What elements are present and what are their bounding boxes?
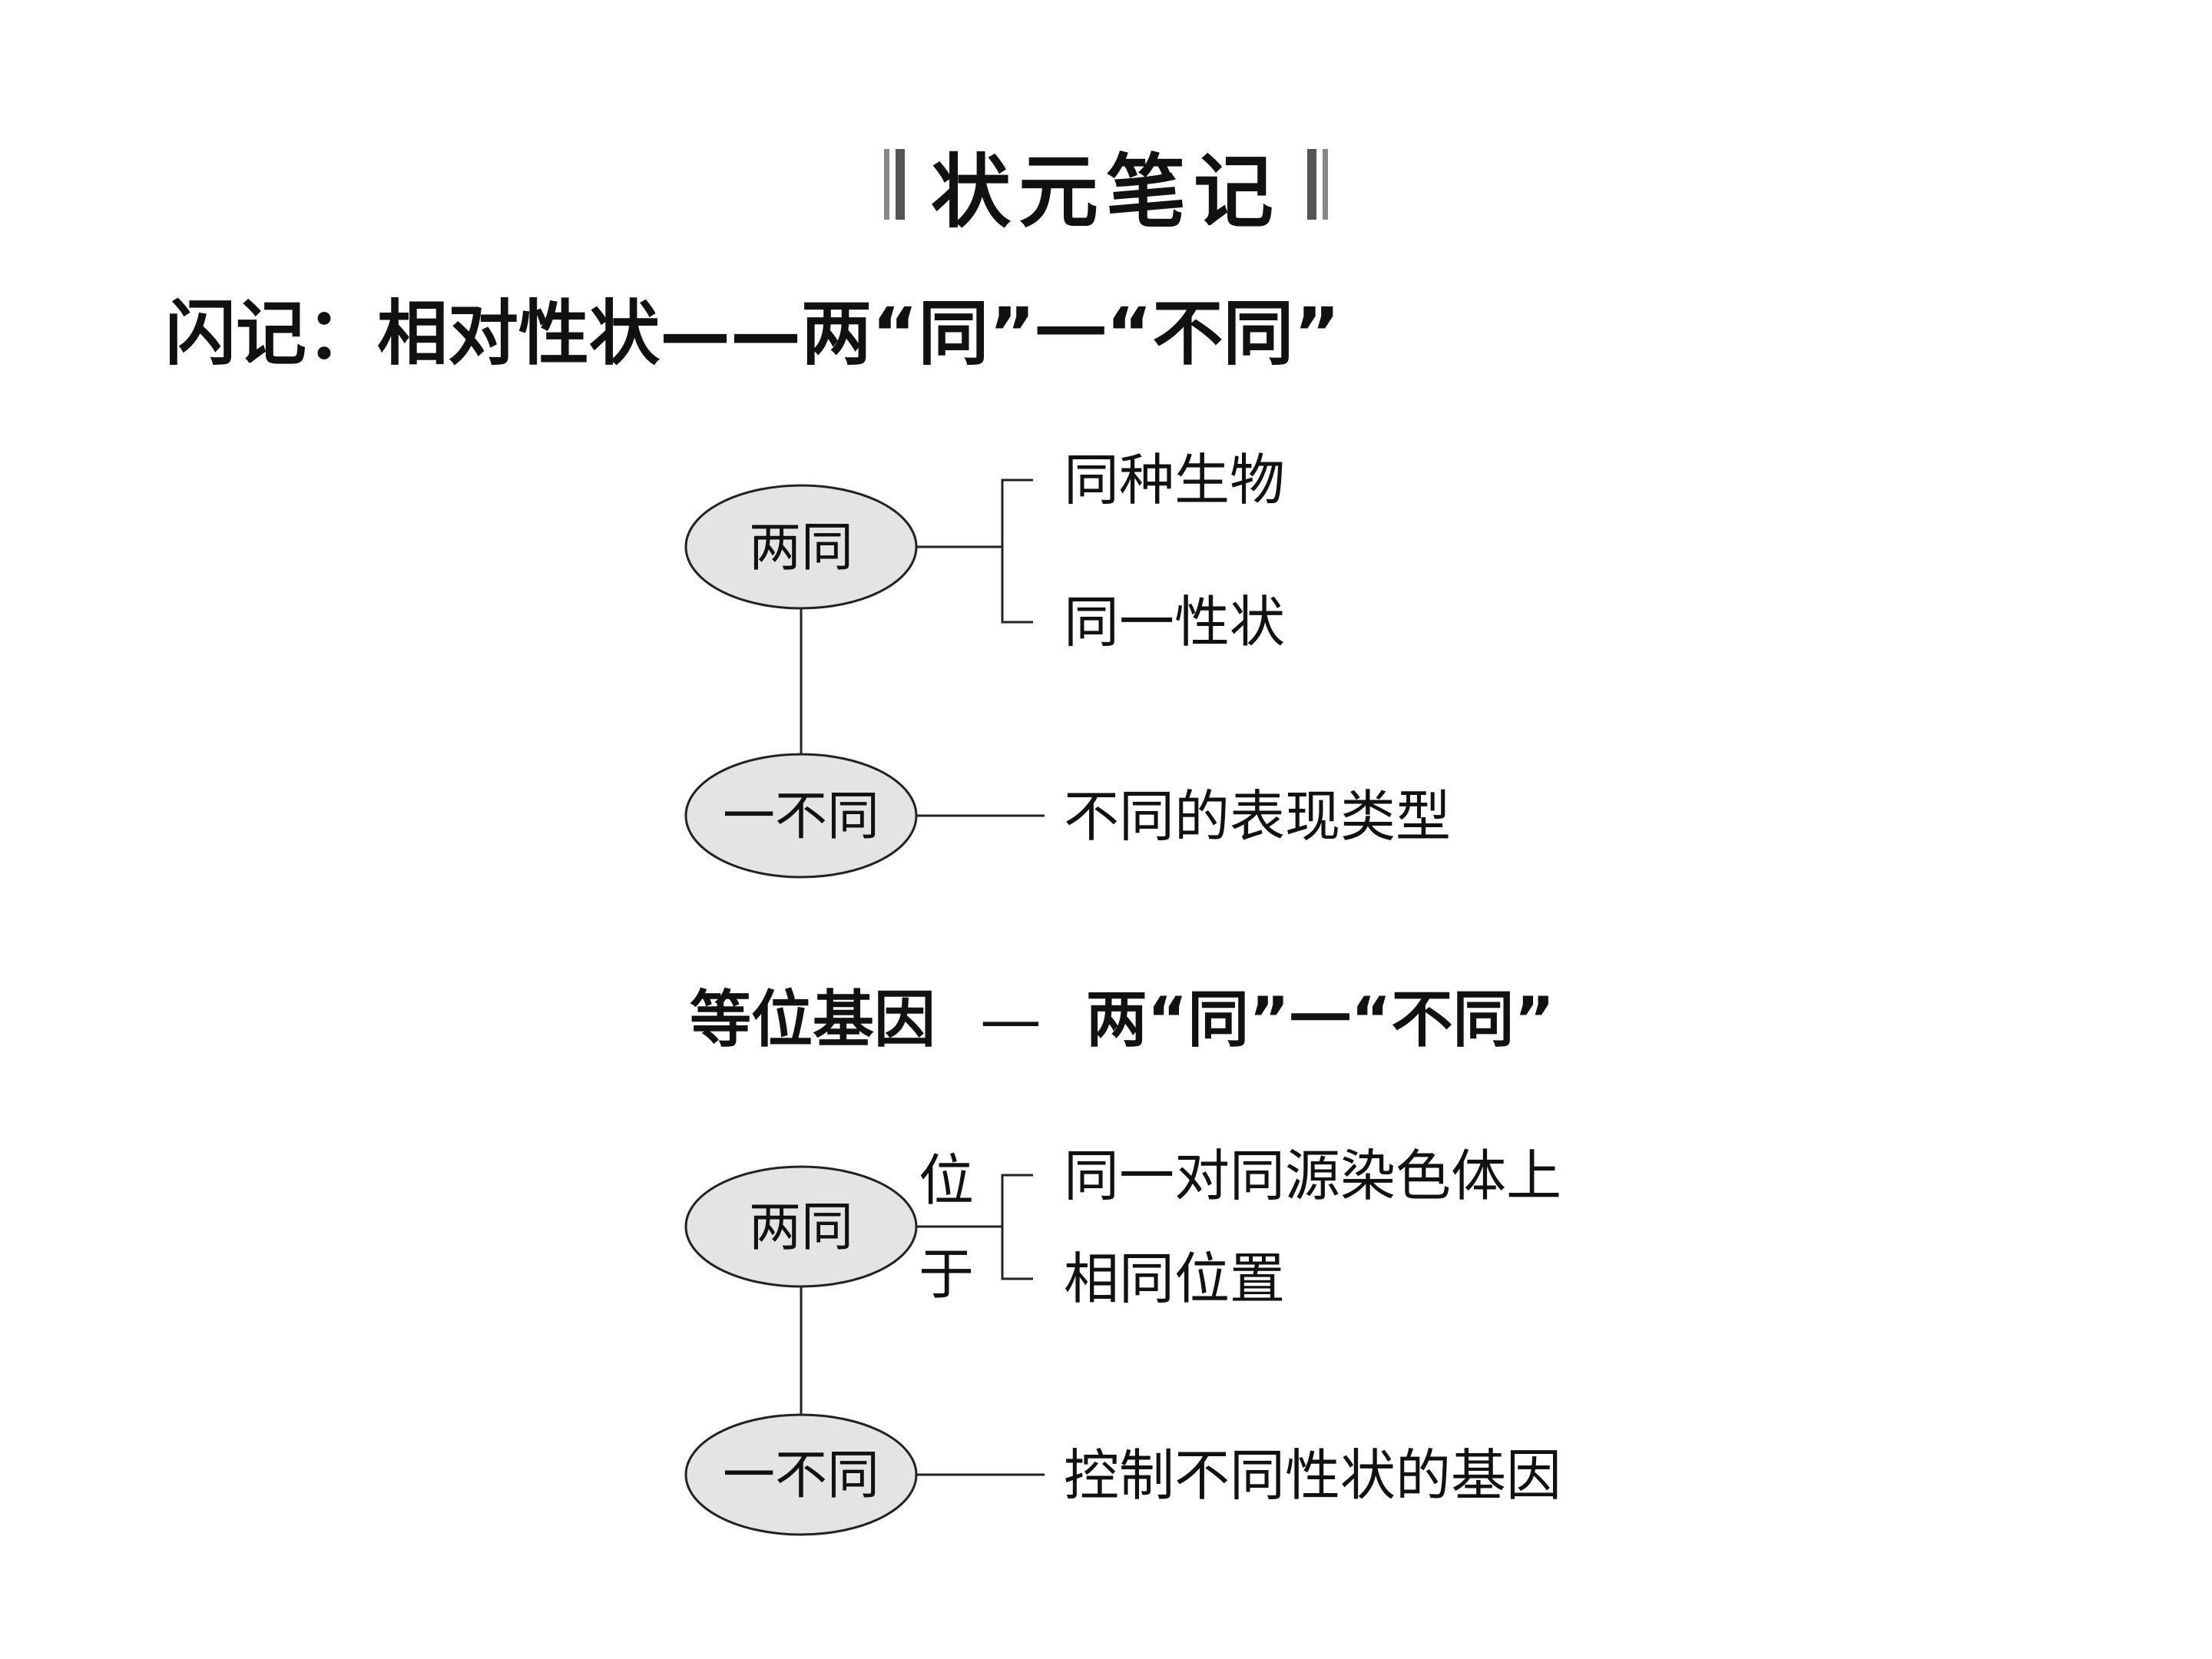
title-left-bars bbox=[883, 146, 905, 223]
d2-top-bracket bbox=[1001, 1174, 1033, 1280]
d1-top-node: 两同 bbox=[749, 518, 853, 578]
d1-top-node-shape bbox=[684, 484, 918, 610]
d2-connector-bottom: 于 bbox=[919, 1242, 974, 1306]
note2-heading: 等位基因 — 两“同”一“不同” bbox=[690, 974, 1555, 1066]
diagram1: 两同 一不同 同种生物 同一性状 不同的表现类型 bbox=[684, 448, 1451, 879]
d2-top-node: 两同 bbox=[749, 1197, 853, 1258]
d1-top-bracket bbox=[1001, 478, 1033, 624]
d2-bottom-node-shape bbox=[684, 1413, 918, 1536]
d1-bottom-node: 一不同 bbox=[723, 786, 879, 847]
d2-top-node-shape bbox=[684, 1165, 918, 1288]
page-title: 状元笔记 bbox=[0, 131, 2212, 239]
d1-bottom-child: 不同的表现类型 bbox=[1064, 784, 1451, 849]
d2-connector-top: 位 bbox=[919, 1148, 974, 1213]
d1-bottom-node-shape bbox=[684, 753, 918, 879]
note2-rule: 两“同”一“不同” bbox=[1085, 984, 1555, 1055]
d2-bottom-node: 一不同 bbox=[723, 1445, 879, 1506]
d2-bottom-child: 控制不同性状的基因 bbox=[1064, 1443, 1561, 1508]
title-text: 状元笔记 bbox=[930, 144, 1281, 239]
d2-top-child-2: 相同位置 bbox=[1064, 1247, 1285, 1311]
note2-dash: — bbox=[979, 984, 1041, 1055]
d1-top-child-2: 同一性状 bbox=[1064, 590, 1285, 654]
note1-rule: 两“同”一“不同” bbox=[801, 293, 1340, 375]
note1-label: 闪记：相对性状 bbox=[165, 293, 661, 375]
note1-heading: 闪记：相对性状——两“同”一“不同” bbox=[165, 284, 1340, 384]
d2-top-child-1: 同一对同源染色体上 bbox=[1064, 1144, 1561, 1208]
d1-top-child-1: 同种生物 bbox=[1064, 448, 1285, 512]
title-right-bars bbox=[1307, 146, 1328, 223]
note1-dash: —— bbox=[660, 293, 802, 375]
note2-label: 等位基因 bbox=[690, 984, 935, 1055]
diagram2: 两同 一不同 位 于 同一对同源染色体上 相同位置 控制不同性状的基因 bbox=[684, 1144, 1561, 1536]
